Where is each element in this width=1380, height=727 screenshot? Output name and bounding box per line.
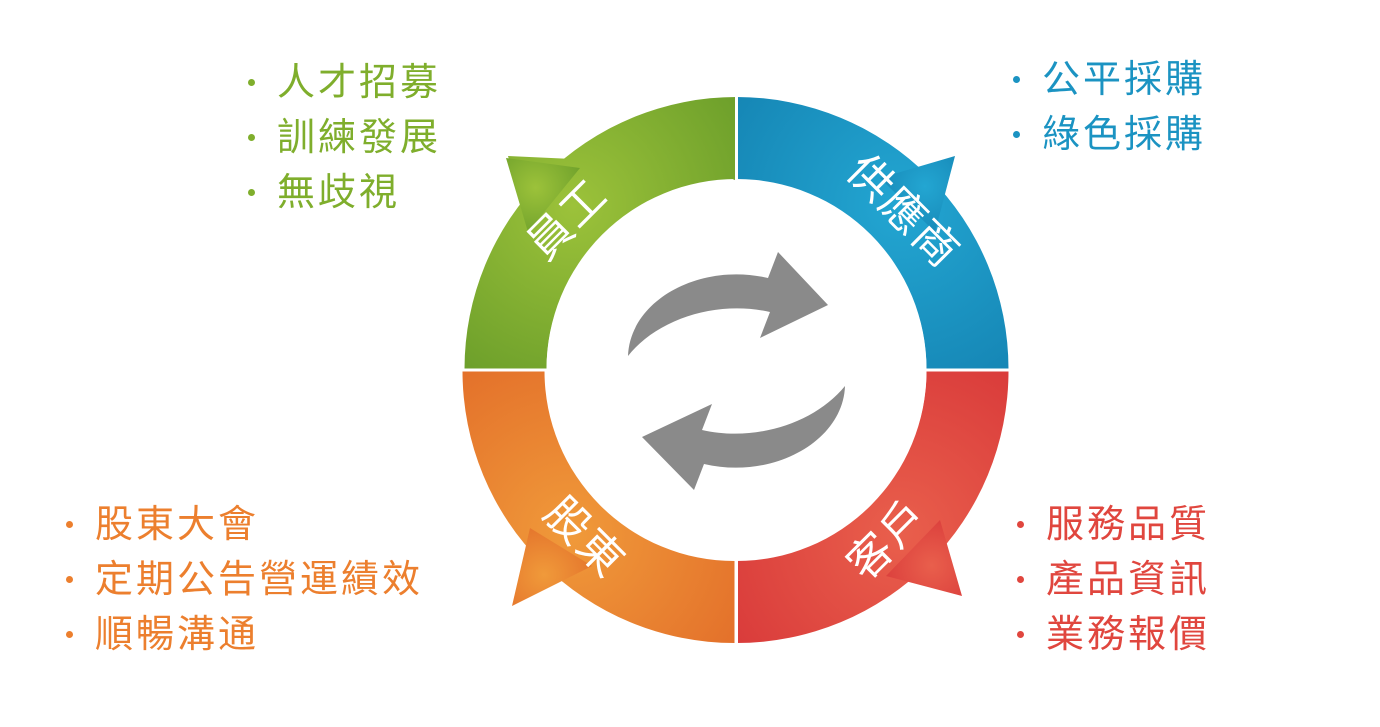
shareholders-item-text: 定期公告營運績效 [95, 557, 424, 601]
bullet-dot-icon [66, 631, 73, 638]
bullet-dot-icon [66, 521, 73, 528]
suppliers-item-text: 公平採購 [1042, 57, 1207, 101]
suppliers-item: 綠色採購 [1013, 107, 1206, 162]
suppliers-item-text: 綠色採購 [1042, 112, 1207, 156]
suppliers-item-list: 公平採購綠色採購 [1013, 52, 1206, 162]
bullet-dot-icon [248, 134, 255, 141]
segment-customers-arrowhead [886, 520, 962, 596]
inner-disc-cover [547, 181, 926, 559]
refresh-cycle-icon [628, 252, 845, 490]
segment-shareholders [462, 371, 735, 643]
employees-item-text: 人才招募 [277, 60, 442, 104]
shareholders-item-text: 股東大會 [95, 502, 260, 546]
shareholders-item: 定期公告營運績效 [66, 552, 423, 607]
bullet-dot-icon [248, 189, 255, 196]
customers-item: 服務品質 [1017, 497, 1210, 552]
employees-item-text: 無歧視 [277, 170, 401, 214]
customers-item-text: 產品資訊 [1046, 557, 1211, 601]
bullet-dot-icon [66, 576, 73, 583]
bullet-dot-icon [1013, 76, 1020, 83]
cycle-arrow-bottom [642, 386, 845, 490]
employees-item: 人才招募 [248, 55, 441, 110]
segment-shareholders-ring [462, 371, 735, 643]
bullet-dot-icon [1017, 521, 1024, 528]
employees-item-list: 人才招募訓練發展無歧視 [248, 55, 441, 220]
segment-suppliers-ring [736, 97, 1009, 369]
employees-item: 訓練發展 [248, 110, 441, 165]
segment-customers-ring [736, 371, 1009, 643]
segment-customers [736, 371, 1009, 643]
bullet-dot-icon [1017, 631, 1024, 638]
suppliers-item: 公平採購 [1013, 52, 1206, 107]
shareholders-item: 股東大會 [66, 497, 423, 552]
segment-employees-arrowhead [506, 158, 580, 232]
employees-item: 無歧視 [248, 165, 441, 220]
customers-item-list: 服務品質產品資訊業務報價 [1017, 497, 1210, 662]
bullet-dot-icon [1017, 576, 1024, 583]
segment-shareholders-arrowhead [512, 528, 592, 606]
customers-item: 產品資訊 [1017, 552, 1210, 607]
customers-item: 業務報價 [1017, 607, 1210, 662]
customers-item-text: 服務品質 [1046, 502, 1211, 546]
shareholders-item-list: 股東大會定期公告營運績效順暢溝通 [66, 497, 423, 662]
cycle-arrow-top [628, 252, 828, 356]
segment-suppliers [736, 97, 1009, 369]
employees-item-text: 訓練發展 [277, 115, 442, 159]
bullet-dot-icon [1013, 131, 1020, 138]
bullet-dot-icon [248, 79, 255, 86]
customers-item-text: 業務報價 [1046, 612, 1211, 656]
shareholders-item: 順暢溝通 [66, 607, 423, 662]
shareholders-item-text: 順暢溝通 [95, 612, 260, 656]
segment-suppliers-arrowhead [880, 156, 955, 232]
